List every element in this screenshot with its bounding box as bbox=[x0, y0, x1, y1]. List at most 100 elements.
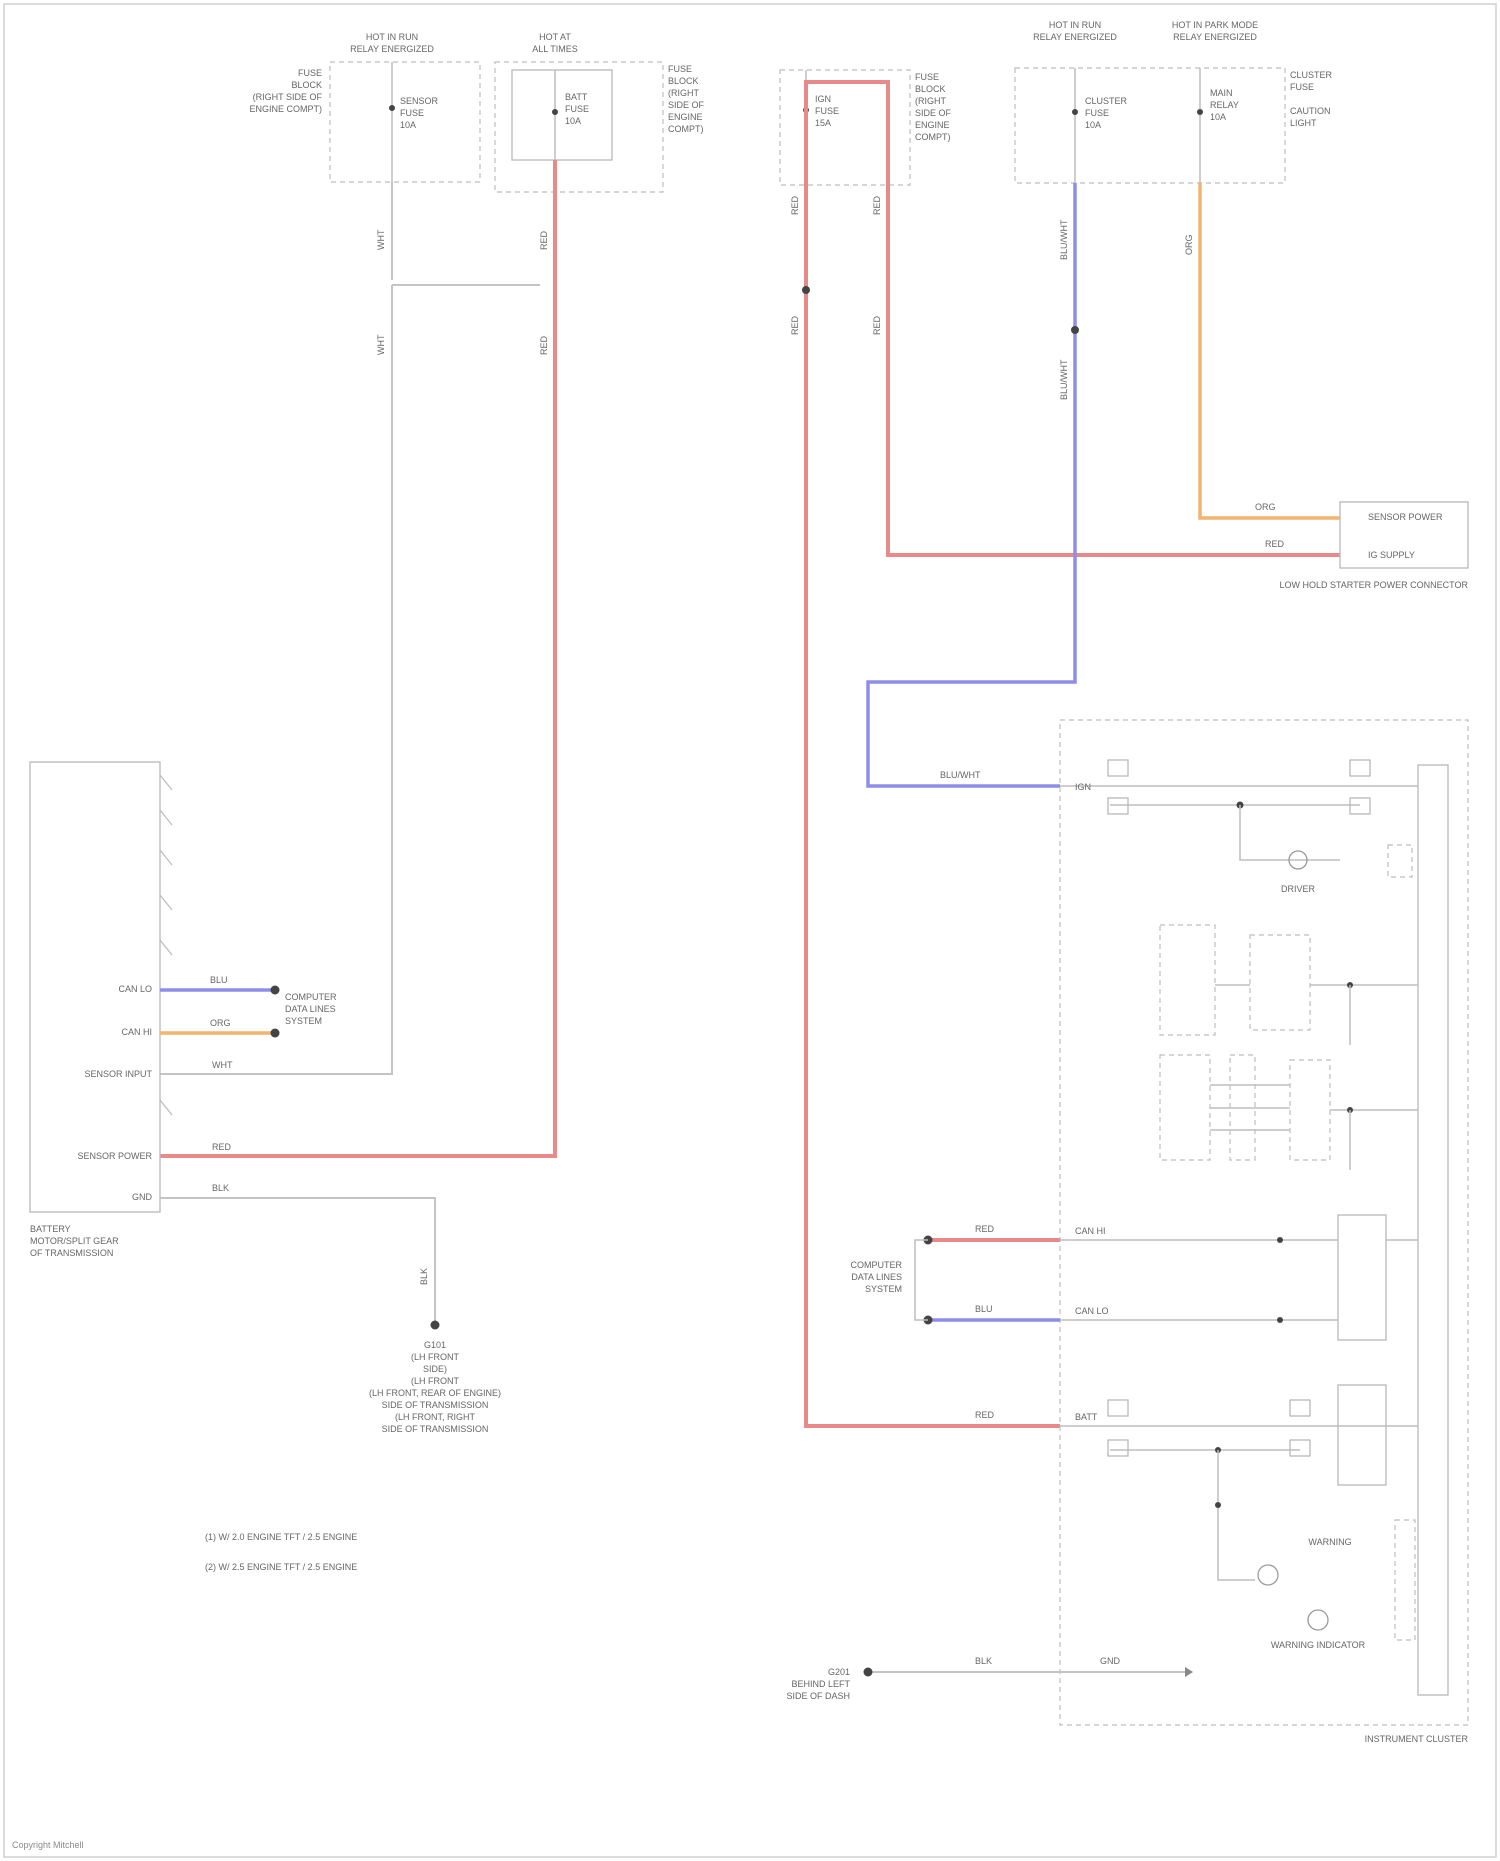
cluster-module-box bbox=[1250, 935, 1310, 1030]
indicator-lamp-icon bbox=[1308, 1610, 1328, 1630]
can-terminal bbox=[271, 986, 280, 995]
ground-label: G201 bbox=[828, 1667, 850, 1677]
lamp-driver-box bbox=[1395, 1520, 1415, 1640]
tcm-pin-label: SENSOR INPUT bbox=[84, 1069, 152, 1079]
connector-pin bbox=[1290, 1400, 1310, 1416]
tcm-pin-label: GND bbox=[132, 1192, 153, 1202]
fuse-label: 10A bbox=[565, 116, 581, 126]
fuse-location-line: LIGHT bbox=[1290, 118, 1317, 128]
wire-label: BLK bbox=[975, 1656, 992, 1666]
fuse-block-title: HOT IN RUN bbox=[366, 32, 418, 42]
cluster-inner-label: WARNING INDICATOR bbox=[1271, 1640, 1366, 1650]
diagram-legend: (1) W/ 2.0 ENGINE TFT / 2.5 ENGINE (2) W… bbox=[205, 1532, 357, 1572]
wire-cluster-feed bbox=[868, 183, 1075, 786]
wire-label: BLU bbox=[975, 1304, 993, 1314]
fuse-location-line: FUSE bbox=[298, 68, 322, 78]
legend-line: (1) W/ 2.0 ENGINE TFT / 2.5 ENGINE bbox=[205, 1532, 357, 1542]
connector-pin-label: IG SUPPLY bbox=[1368, 550, 1415, 560]
connector-pin bbox=[1108, 1440, 1128, 1456]
pin-stub bbox=[160, 850, 172, 865]
ground-label: (LH FRONT, RIGHT bbox=[395, 1412, 476, 1422]
warning-driver-box bbox=[1338, 1385, 1386, 1485]
fuse-terminal bbox=[1072, 109, 1078, 115]
fuse-block-title: HOT IN RUN bbox=[1049, 20, 1101, 30]
cluster-module-box bbox=[1160, 1055, 1210, 1160]
pin-stub bbox=[160, 940, 172, 955]
fuse-location-line: (RIGHT SIDE OF bbox=[253, 92, 323, 102]
wire-label: ORG bbox=[210, 1018, 231, 1028]
wire-sensor-feed bbox=[160, 182, 540, 1074]
wire-label: BLK bbox=[212, 1183, 229, 1193]
data-link-label: SYSTEM bbox=[285, 1016, 322, 1026]
wire-label: RED bbox=[975, 1224, 995, 1234]
wire-ground bbox=[160, 1198, 435, 1325]
legend-line: (2) W/ 2.5 ENGINE TFT / 2.5 ENGINE bbox=[205, 1562, 357, 1572]
cluster-bus bbox=[1418, 765, 1448, 1695]
data-link-bracket bbox=[915, 1240, 928, 1320]
splice-dot bbox=[1277, 1237, 1283, 1243]
wire-label: BLK bbox=[419, 1268, 429, 1285]
ground-label: SIDE) bbox=[423, 1364, 447, 1374]
fuse-label: 10A bbox=[1085, 120, 1101, 130]
ground-terminal bbox=[864, 1668, 873, 1677]
fuse-terminal bbox=[1197, 109, 1203, 115]
cluster-caption: INSTRUMENT CLUSTER bbox=[1365, 1734, 1469, 1744]
fuse-location-line: SIDE OF bbox=[668, 100, 705, 110]
pin-stub bbox=[160, 810, 172, 825]
splice-dot bbox=[802, 286, 810, 294]
connector-pin bbox=[1350, 760, 1370, 776]
fuse-location-line: ENGINE COMPT) bbox=[249, 104, 322, 114]
data-link-label: DATA LINES bbox=[851, 1272, 902, 1282]
fuse-terminal bbox=[389, 105, 395, 111]
cluster-module-box bbox=[1160, 925, 1215, 1035]
tcm-module: CAN LO CAN HI SENSOR INPUT SENSOR POWER … bbox=[30, 762, 172, 1258]
fuse-block-subtitle: ALL TIMES bbox=[532, 44, 578, 54]
fuse-block-title: HOT IN PARK MODE bbox=[1172, 20, 1258, 30]
fuse-location-line: CLUSTER bbox=[1290, 70, 1333, 80]
fuse-location-line: FUSE bbox=[1290, 82, 1314, 92]
fuse-location-line: BLOCK bbox=[291, 80, 322, 90]
fuse-block-subtitle: RELAY ENERGIZED bbox=[1173, 32, 1257, 42]
data-link-label: SYSTEM bbox=[865, 1284, 902, 1294]
fuse-location-line: COMPT) bbox=[668, 124, 704, 134]
copyright-credit: Copyright Mitchell bbox=[12, 1840, 84, 1850]
wire-label: ORG bbox=[1255, 502, 1276, 512]
connector-pin bbox=[1108, 798, 1128, 814]
ground-label: (LH FRONT, REAR OF ENGINE) bbox=[369, 1388, 501, 1398]
cluster-inner-label: DRIVER bbox=[1281, 884, 1316, 894]
cluster-frame bbox=[1060, 720, 1468, 1725]
fuse-location-line: BLOCK bbox=[668, 76, 699, 86]
circuit-line bbox=[1218, 1450, 1255, 1580]
fuse-label: IGN bbox=[815, 94, 831, 104]
can-transceiver-box bbox=[1338, 1215, 1386, 1340]
fuse-location-line: ENGINE bbox=[668, 112, 703, 122]
wire-label: RED bbox=[212, 1142, 232, 1152]
fuse-label: CLUSTER bbox=[1085, 96, 1128, 106]
ground-label: BEHIND LEFT bbox=[791, 1679, 850, 1689]
wire-label: BLU bbox=[210, 975, 228, 985]
wire-label: ORG bbox=[1184, 234, 1194, 255]
pin-stub bbox=[160, 895, 172, 910]
wire-label: WHT bbox=[376, 229, 386, 250]
connector-pin bbox=[1350, 798, 1370, 814]
wire-label: RED bbox=[872, 195, 882, 215]
fuse-block-frame bbox=[780, 70, 910, 185]
fuse-block-cluster: HOT IN RUN RELAY ENERGIZED CLUSTER FUSE … bbox=[1015, 20, 1285, 183]
cluster-pin-label: IGN bbox=[1075, 782, 1091, 792]
wire-label: RED bbox=[539, 230, 549, 250]
wire-label: RED bbox=[790, 315, 800, 335]
cluster-module-box bbox=[1290, 1060, 1330, 1160]
wire-label: RED bbox=[790, 195, 800, 215]
wire-label: BLU/WHT bbox=[940, 770, 981, 780]
ground-label: SIDE OF DASH bbox=[786, 1691, 850, 1701]
data-link-label: COMPUTER bbox=[285, 992, 337, 1002]
wire-label: RED bbox=[975, 1410, 995, 1420]
diagram-border bbox=[4, 4, 1496, 1857]
warning-lamp-icon bbox=[1258, 1565, 1278, 1585]
low-hold-connector: SENSOR POWER IG SUPPLY LOW HOLD STARTER … bbox=[1279, 502, 1468, 590]
connector-pin bbox=[1108, 760, 1128, 776]
fuse-label: BATT bbox=[565, 92, 588, 102]
tcm-caption: MOTOR/SPLIT GEAR bbox=[30, 1236, 119, 1246]
fuse-location-line: ENGINE bbox=[915, 120, 950, 130]
